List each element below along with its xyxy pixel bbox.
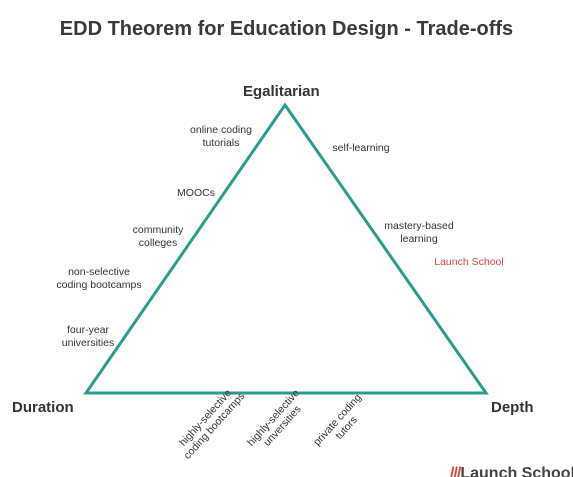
triangle-outline — [83, 102, 489, 395]
vertex-duration: Duration — [12, 399, 74, 416]
logo-mark-icon: /// — [450, 466, 461, 477]
diagram-title: EDD Theorem for Education Design - Trade… — [59, 18, 514, 40]
launch-school-logo: ///Launch School — [450, 466, 573, 477]
vertex-egalitarian: Egalitarian — [243, 83, 320, 100]
label-moocs: MOOCs — [177, 187, 215, 199]
logo-text: Launch School — [460, 466, 573, 477]
vertex-depth: Depth — [491, 399, 534, 416]
label-launch-school: Launch School — [434, 256, 504, 268]
label-self-learning: self-learning — [332, 142, 390, 154]
